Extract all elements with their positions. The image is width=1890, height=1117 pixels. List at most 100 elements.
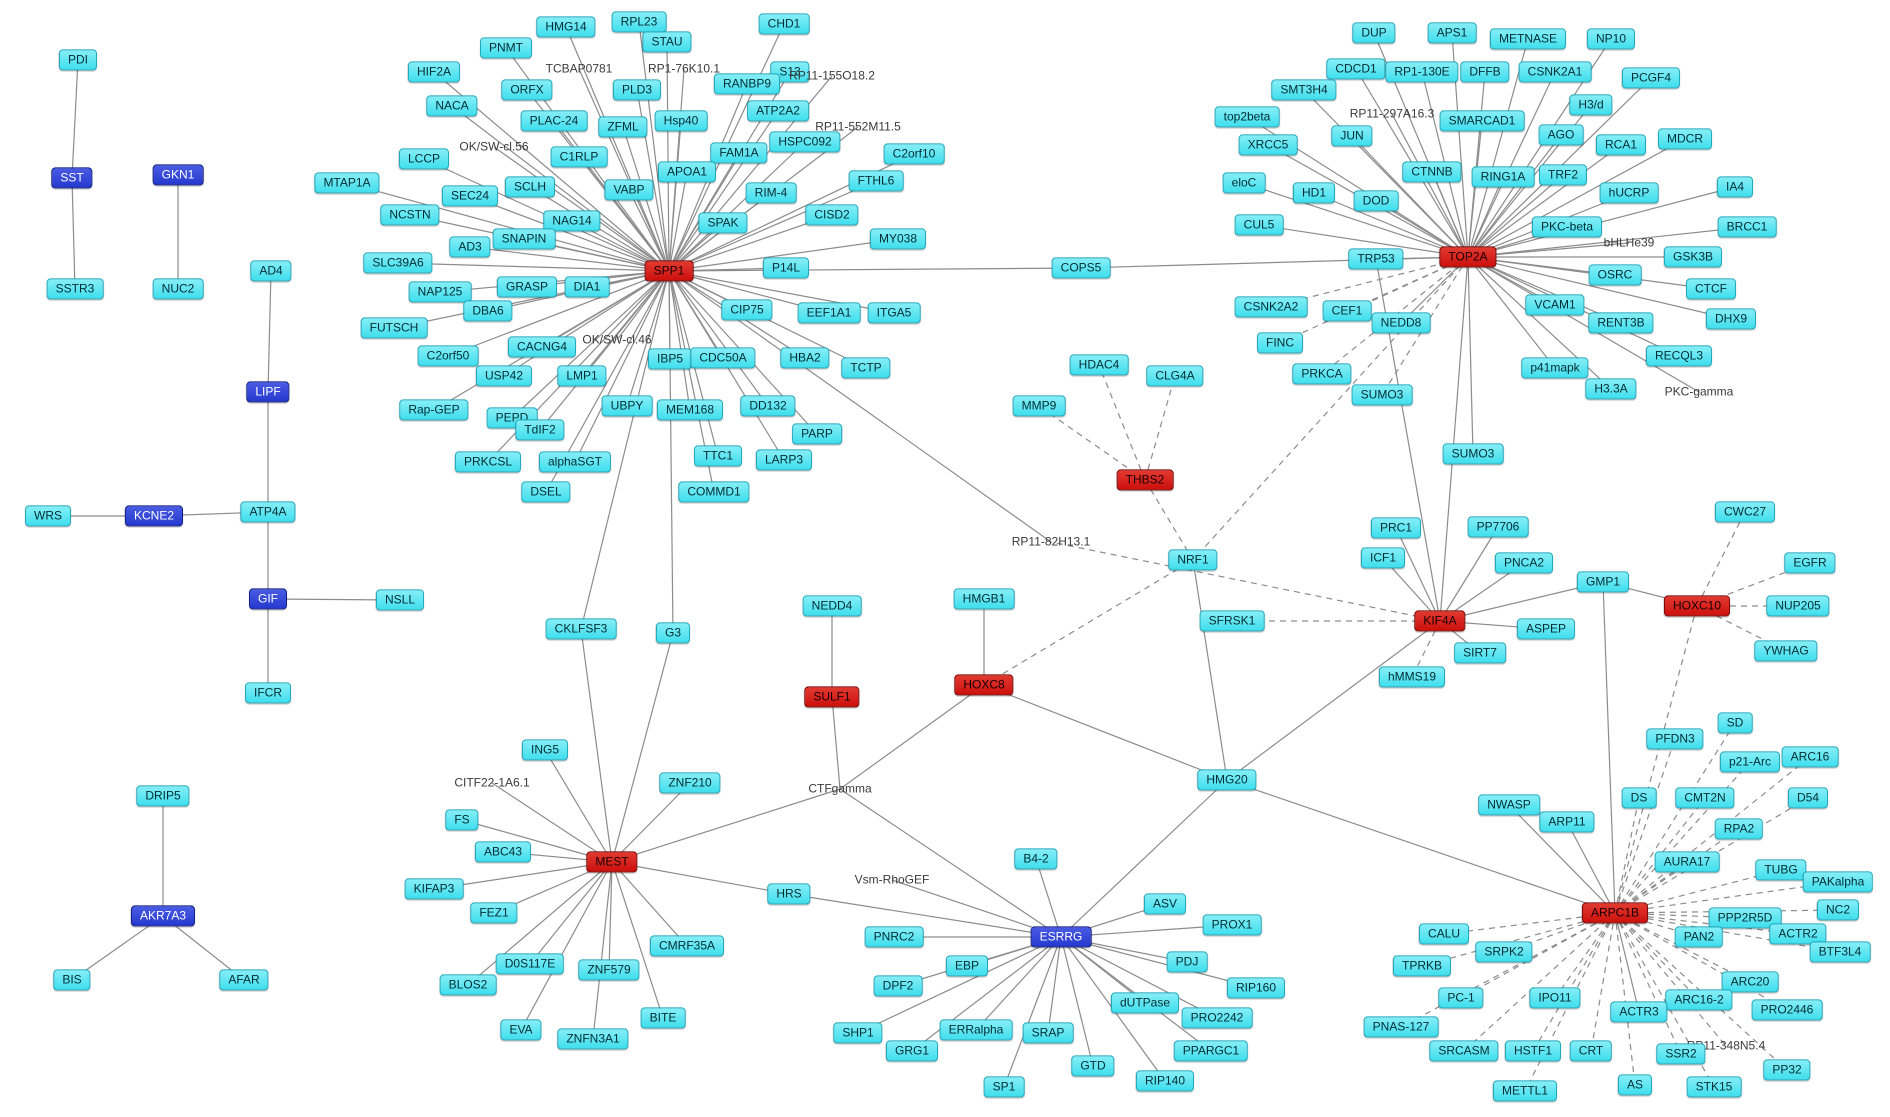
node-asv[interactable]: ASV: [1143, 893, 1187, 915]
node-dffb[interactable]: DFFB: [1460, 61, 1510, 83]
node-trf2[interactable]: TRF2: [1539, 164, 1587, 186]
node-ctfgamma[interactable]: CTFgamma: [808, 781, 872, 796]
node-tctp[interactable]: TCTP: [841, 357, 891, 379]
node-gsk3b[interactable]: GSK3B: [1663, 246, 1723, 268]
node-smt3h4[interactable]: SMT3H4: [1271, 79, 1337, 101]
node-pakalpha[interactable]: PAKalpha: [1802, 871, 1874, 893]
node-vcam1[interactable]: VCAM1: [1525, 294, 1585, 316]
node-bis[interactable]: BIS: [53, 969, 91, 991]
node-brcc1[interactable]: BRCC1: [1717, 216, 1777, 238]
node-usp42[interactable]: USP42: [475, 365, 533, 387]
node-fam1a[interactable]: FAM1A: [710, 142, 768, 164]
node-gif[interactable]: GIF: [249, 588, 287, 610]
node-prc1[interactable]: PRC1: [1370, 517, 1422, 539]
node-apoa1[interactable]: APOA1: [657, 161, 717, 183]
node-ibp5[interactable]: IBP5: [647, 348, 693, 370]
node-afar[interactable]: AFAR: [219, 969, 269, 991]
node-sclh[interactable]: SCLH: [504, 176, 556, 198]
node-sfrsk1[interactable]: SFRSK1: [1199, 610, 1265, 632]
node-hrs[interactable]: HRS: [767, 883, 811, 905]
node-h3-d[interactable]: H3/d: [1569, 94, 1613, 116]
node-pnrc2[interactable]: PNRC2: [864, 926, 924, 948]
node-nap125[interactable]: NAP125: [408, 281, 472, 303]
node-xrcc5[interactable]: XRCC5: [1238, 134, 1298, 156]
node-sec24[interactable]: SEC24: [441, 185, 499, 207]
node-arc16[interactable]: ARC16: [1781, 746, 1839, 768]
node-sulf1[interactable]: SULF1: [804, 686, 860, 708]
node-citf22-1a6-1[interactable]: CITF22-1A6.1: [454, 775, 530, 790]
node-pc-1[interactable]: PC-1: [1438, 987, 1484, 1009]
node-pro2446[interactable]: PRO2446: [1751, 999, 1823, 1021]
node-ok-sw-cl-46[interactable]: OK/SW-cl.46: [582, 332, 652, 347]
node-aspep[interactable]: ASPEP: [1516, 618, 1576, 640]
node-mdcr[interactable]: MDCR: [1658, 128, 1712, 150]
node-sp1[interactable]: SP1: [983, 1076, 1025, 1098]
node-c1rlp[interactable]: C1RLP: [550, 146, 608, 168]
node-hdac4[interactable]: HDAC4: [1069, 354, 1129, 376]
node-shp1[interactable]: SHP1: [833, 1022, 883, 1044]
node-fs[interactable]: FS: [445, 809, 479, 831]
node-ppp2r5d[interactable]: PPP2R5D: [1708, 907, 1782, 929]
node-srpk2[interactable]: SRPK2: [1475, 941, 1533, 963]
node-ad3[interactable]: AD3: [449, 236, 491, 258]
node-pkc-beta[interactable]: PKC-beta: [1531, 216, 1603, 238]
node-ifcr[interactable]: IFCR: [245, 682, 291, 704]
node-cmrf35a[interactable]: CMRF35A: [649, 935, 725, 957]
node-icf1[interactable]: ICF1: [1360, 547, 1406, 569]
node-nc2[interactable]: NC2: [1816, 899, 1860, 921]
node-ttc1[interactable]: TTC1: [694, 445, 742, 467]
node-lccp[interactable]: LCCP: [398, 148, 450, 170]
node-pkc-gamma[interactable]: PKC-gamma: [1664, 384, 1734, 399]
node-hba2[interactable]: HBA2: [780, 347, 830, 369]
node-pnas-127[interactable]: PNAS-127: [1363, 1016, 1439, 1038]
node-sd[interactable]: SD: [1717, 712, 1753, 734]
node-pro2242[interactable]: PRO2242: [1181, 1007, 1253, 1029]
node-p21-arc[interactable]: p21-Arc: [1719, 751, 1781, 773]
node-nsll[interactable]: NSLL: [375, 589, 425, 611]
node-rp11-297a16-3[interactable]: RP11-297A16.3: [1349, 106, 1435, 121]
node-ctcf[interactable]: CTCF: [1686, 278, 1736, 300]
node-finc[interactable]: FINC: [1257, 332, 1303, 354]
node-abc43[interactable]: ABC43: [474, 841, 532, 863]
node-fez1[interactable]: FEZ1: [470, 902, 518, 924]
node-jun[interactable]: JUN: [1331, 125, 1373, 147]
node-esrrg[interactable]: ESRRG: [1030, 926, 1092, 948]
node-pan2[interactable]: PAN2: [1674, 926, 1724, 948]
node-cwc27[interactable]: CWC27: [1714, 501, 1776, 523]
node-ds[interactable]: DS: [1621, 787, 1657, 809]
node-cef1[interactable]: CEF1: [1322, 300, 1372, 322]
node-nuc2[interactable]: NUC2: [152, 278, 204, 300]
node-rp11-82h13-1[interactable]: RP11-82H13.1: [1011, 534, 1091, 549]
node-pnmt[interactable]: PNMT: [480, 37, 532, 59]
node-rp11-552m11-5[interactable]: RP11-552M11.5: [815, 119, 901, 134]
node-hucrp[interactable]: hUCRP: [1599, 182, 1659, 204]
node-atp4a[interactable]: ATP4A: [240, 501, 296, 523]
node-mmp9[interactable]: MMP9: [1012, 395, 1066, 417]
node-plac-24[interactable]: PLAC-24: [520, 110, 588, 132]
node-stau[interactable]: STAU: [642, 31, 692, 53]
node-trp53[interactable]: TRP53: [1348, 248, 1404, 270]
node-dpf2[interactable]: DPF2: [873, 975, 923, 997]
node-pdj[interactable]: PDJ: [1166, 951, 1208, 973]
node-cmt2n[interactable]: CMT2N: [1675, 787, 1735, 809]
node-nag14[interactable]: NAG14: [543, 210, 601, 232]
node-csnk2a2[interactable]: CSNK2A2: [1234, 296, 1308, 318]
node-rp1-130e[interactable]: RP1-130E: [1385, 61, 1459, 83]
node-nwasp[interactable]: NWASP: [1478, 794, 1540, 816]
node-ad4[interactable]: AD4: [250, 260, 292, 282]
node-my038[interactable]: MY038: [869, 228, 927, 250]
node-bite[interactable]: BITE: [640, 1007, 686, 1029]
node-pnca2[interactable]: PNCA2: [1494, 552, 1554, 574]
node-prox1[interactable]: PROX1: [1202, 914, 1262, 936]
node-ok-sw-cl-56[interactable]: OK/SW-cl.56: [459, 139, 529, 154]
node-ppargc1[interactable]: PPARGC1: [1173, 1040, 1249, 1062]
node-p14l[interactable]: P14L: [762, 257, 810, 279]
node-prkca[interactable]: PRKCA: [1292, 363, 1352, 385]
node-rip140[interactable]: RIP140: [1135, 1070, 1195, 1092]
node-lmp1[interactable]: LMP1: [557, 365, 607, 387]
node-eva[interactable]: EVA: [500, 1019, 542, 1041]
node-commd1[interactable]: COMMD1: [678, 481, 750, 503]
node-pdi[interactable]: PDI: [58, 49, 98, 71]
node-clg4a[interactable]: CLG4A: [1146, 365, 1204, 387]
node-g3[interactable]: G3: [655, 622, 691, 644]
